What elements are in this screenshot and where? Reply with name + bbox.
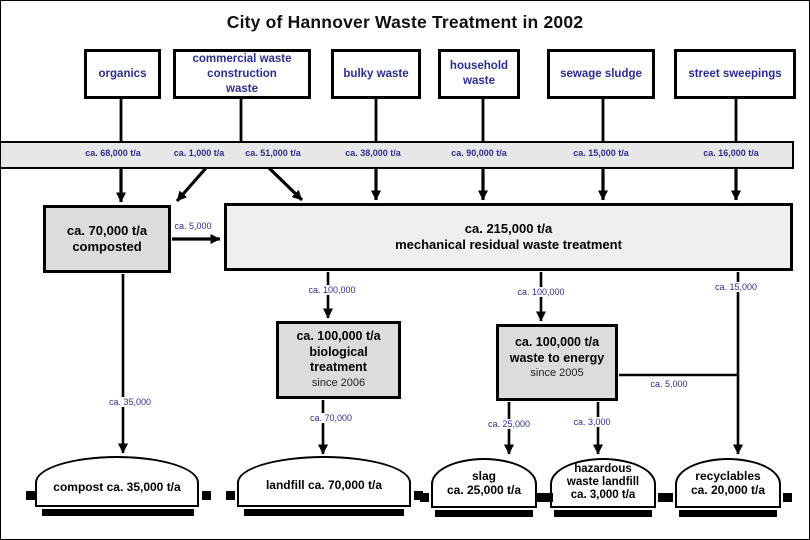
output-label: landfill ca. 70,000 t/a — [265, 478, 383, 492]
source-box-organics: organics — [84, 49, 161, 99]
base-bar — [42, 509, 194, 516]
source-label: organics — [98, 67, 147, 80]
source-label: waste — [226, 82, 258, 95]
process-since: since 2006 — [311, 376, 366, 389]
diagram-title: City of Hannover Waste Treatment in 2002 — [226, 12, 584, 32]
flow-value-sewage: ca. 15,000 t/a — [573, 148, 629, 158]
source-box-commercial-construction-waste: commercial waste construction waste — [173, 49, 311, 99]
edge-label-wte-recyclables: ca. 5,000 — [648, 379, 690, 389]
process-amount: ca. 70,000 t/a — [66, 223, 148, 238]
output-slag: slag ca. 25,000 t/a — [431, 458, 537, 508]
source-box-street-sweepings: street sweepings — [674, 49, 796, 99]
process-label: treatment — [310, 360, 367, 374]
process-label: composted — [72, 239, 142, 254]
process-label: biological — [309, 344, 368, 359]
output-label: ca. 3,000 t/a — [570, 489, 636, 501]
flow-value-organics: ca. 68,000 t/a — [85, 148, 141, 158]
source-label: construction — [207, 67, 277, 80]
process-box-biological-treatment: ca. 100,000 t/a biological treatment sin… — [276, 321, 401, 399]
flow-value-bulky: ca. 38,000 t/a — [345, 148, 401, 158]
source-label: street sweepings — [688, 67, 782, 80]
source-box-sewage-sludge: sewage sludge — [547, 49, 655, 99]
process-box-mechanical-treatment: ca. 215,000 t/a mechanical residual wast… — [224, 203, 793, 271]
edge-label-wte-slag: ca. 25,000 — [485, 419, 533, 429]
output-label: slag — [471, 469, 496, 483]
edge-label-mechanical-recyclables: ca. 15,000 — [712, 282, 760, 292]
source-label: sewage sludge — [560, 67, 642, 80]
source-box-household-waste: household waste — [438, 49, 520, 99]
output-landfill: landfill ca. 70,000 t/a — [237, 456, 411, 507]
output-label: recyclables — [695, 469, 761, 483]
process-since: since 2005 — [530, 367, 584, 379]
output-hazardous-waste-landfill: hazardous waste landfill ca. 3,000 t/a — [550, 458, 656, 508]
base-bar — [679, 510, 777, 517]
output-label: ca. 20,000 t/a — [690, 482, 766, 497]
source-label: commercial waste — [192, 52, 292, 65]
marker-square — [544, 493, 553, 502]
base-bar — [244, 509, 404, 516]
marker-square — [26, 491, 35, 500]
source-label: household — [449, 60, 509, 72]
marker-square — [414, 491, 423, 500]
edge-label-biological-landfill: ca. 70,000 — [307, 413, 355, 423]
output-label: hazardous — [574, 463, 632, 475]
arrow-commercial-mechanical — [267, 166, 304, 202]
output-label: waste landfill — [566, 476, 640, 488]
process-amount: ca. 100,000 t/a — [296, 329, 381, 343]
process-label: waste to energy — [509, 350, 605, 365]
edge-label-composted-compost: ca. 35,000 — [106, 397, 154, 407]
flow-value-commercial-mechanical: ca. 51,000 t/a — [245, 148, 301, 158]
marker-square — [658, 493, 667, 502]
marker-square — [226, 491, 235, 500]
base-bar — [554, 510, 652, 517]
input-flow-band — [1, 141, 794, 169]
output-label: compost ca. 35,000 t/a — [53, 480, 181, 494]
marker-square — [420, 493, 429, 502]
base-bar — [435, 510, 533, 517]
source-box-bulky-waste: bulky waste — [331, 49, 421, 99]
process-amount: ca. 215,000 t/a — [464, 221, 553, 236]
source-label: bulky waste — [343, 67, 409, 80]
output-recyclables: recyclables ca. 20,000 t/a — [675, 458, 781, 508]
marker-square — [202, 491, 211, 500]
output-compost: compost ca. 35,000 t/a — [35, 456, 199, 507]
marker-square — [537, 493, 546, 502]
process-box-composted: ca. 70,000 t/a composted — [43, 205, 171, 273]
edge-label-mechanical-wte: ca. 100,000 — [515, 287, 567, 297]
flow-value-commercial-compost: ca. 1,000 t/a — [173, 148, 225, 158]
output-label: ca. 25,000 t/a — [446, 482, 522, 497]
edge-label-composted-mechanical: ca. 5,000 — [172, 221, 214, 231]
process-label: mechanical residual waste treatment — [395, 237, 622, 252]
flow-value-street: ca. 16,000 t/a — [703, 148, 759, 158]
arrow-commercial-composted — [175, 166, 208, 203]
edge-label-mechanical-biological: ca. 100,000 — [306, 285, 358, 295]
marker-square — [783, 493, 792, 502]
process-box-waste-to-energy: ca. 100,000 t/a waste to energy since 20… — [496, 324, 618, 401]
marker-square — [664, 493, 673, 502]
flow-value-household: ca. 90,000 t/a — [451, 148, 507, 158]
edge-label-wte-hazardous: ca. 3,000 — [571, 417, 613, 427]
process-amount: ca. 100,000 t/a — [514, 335, 600, 349]
source-label: waste — [463, 75, 495, 87]
